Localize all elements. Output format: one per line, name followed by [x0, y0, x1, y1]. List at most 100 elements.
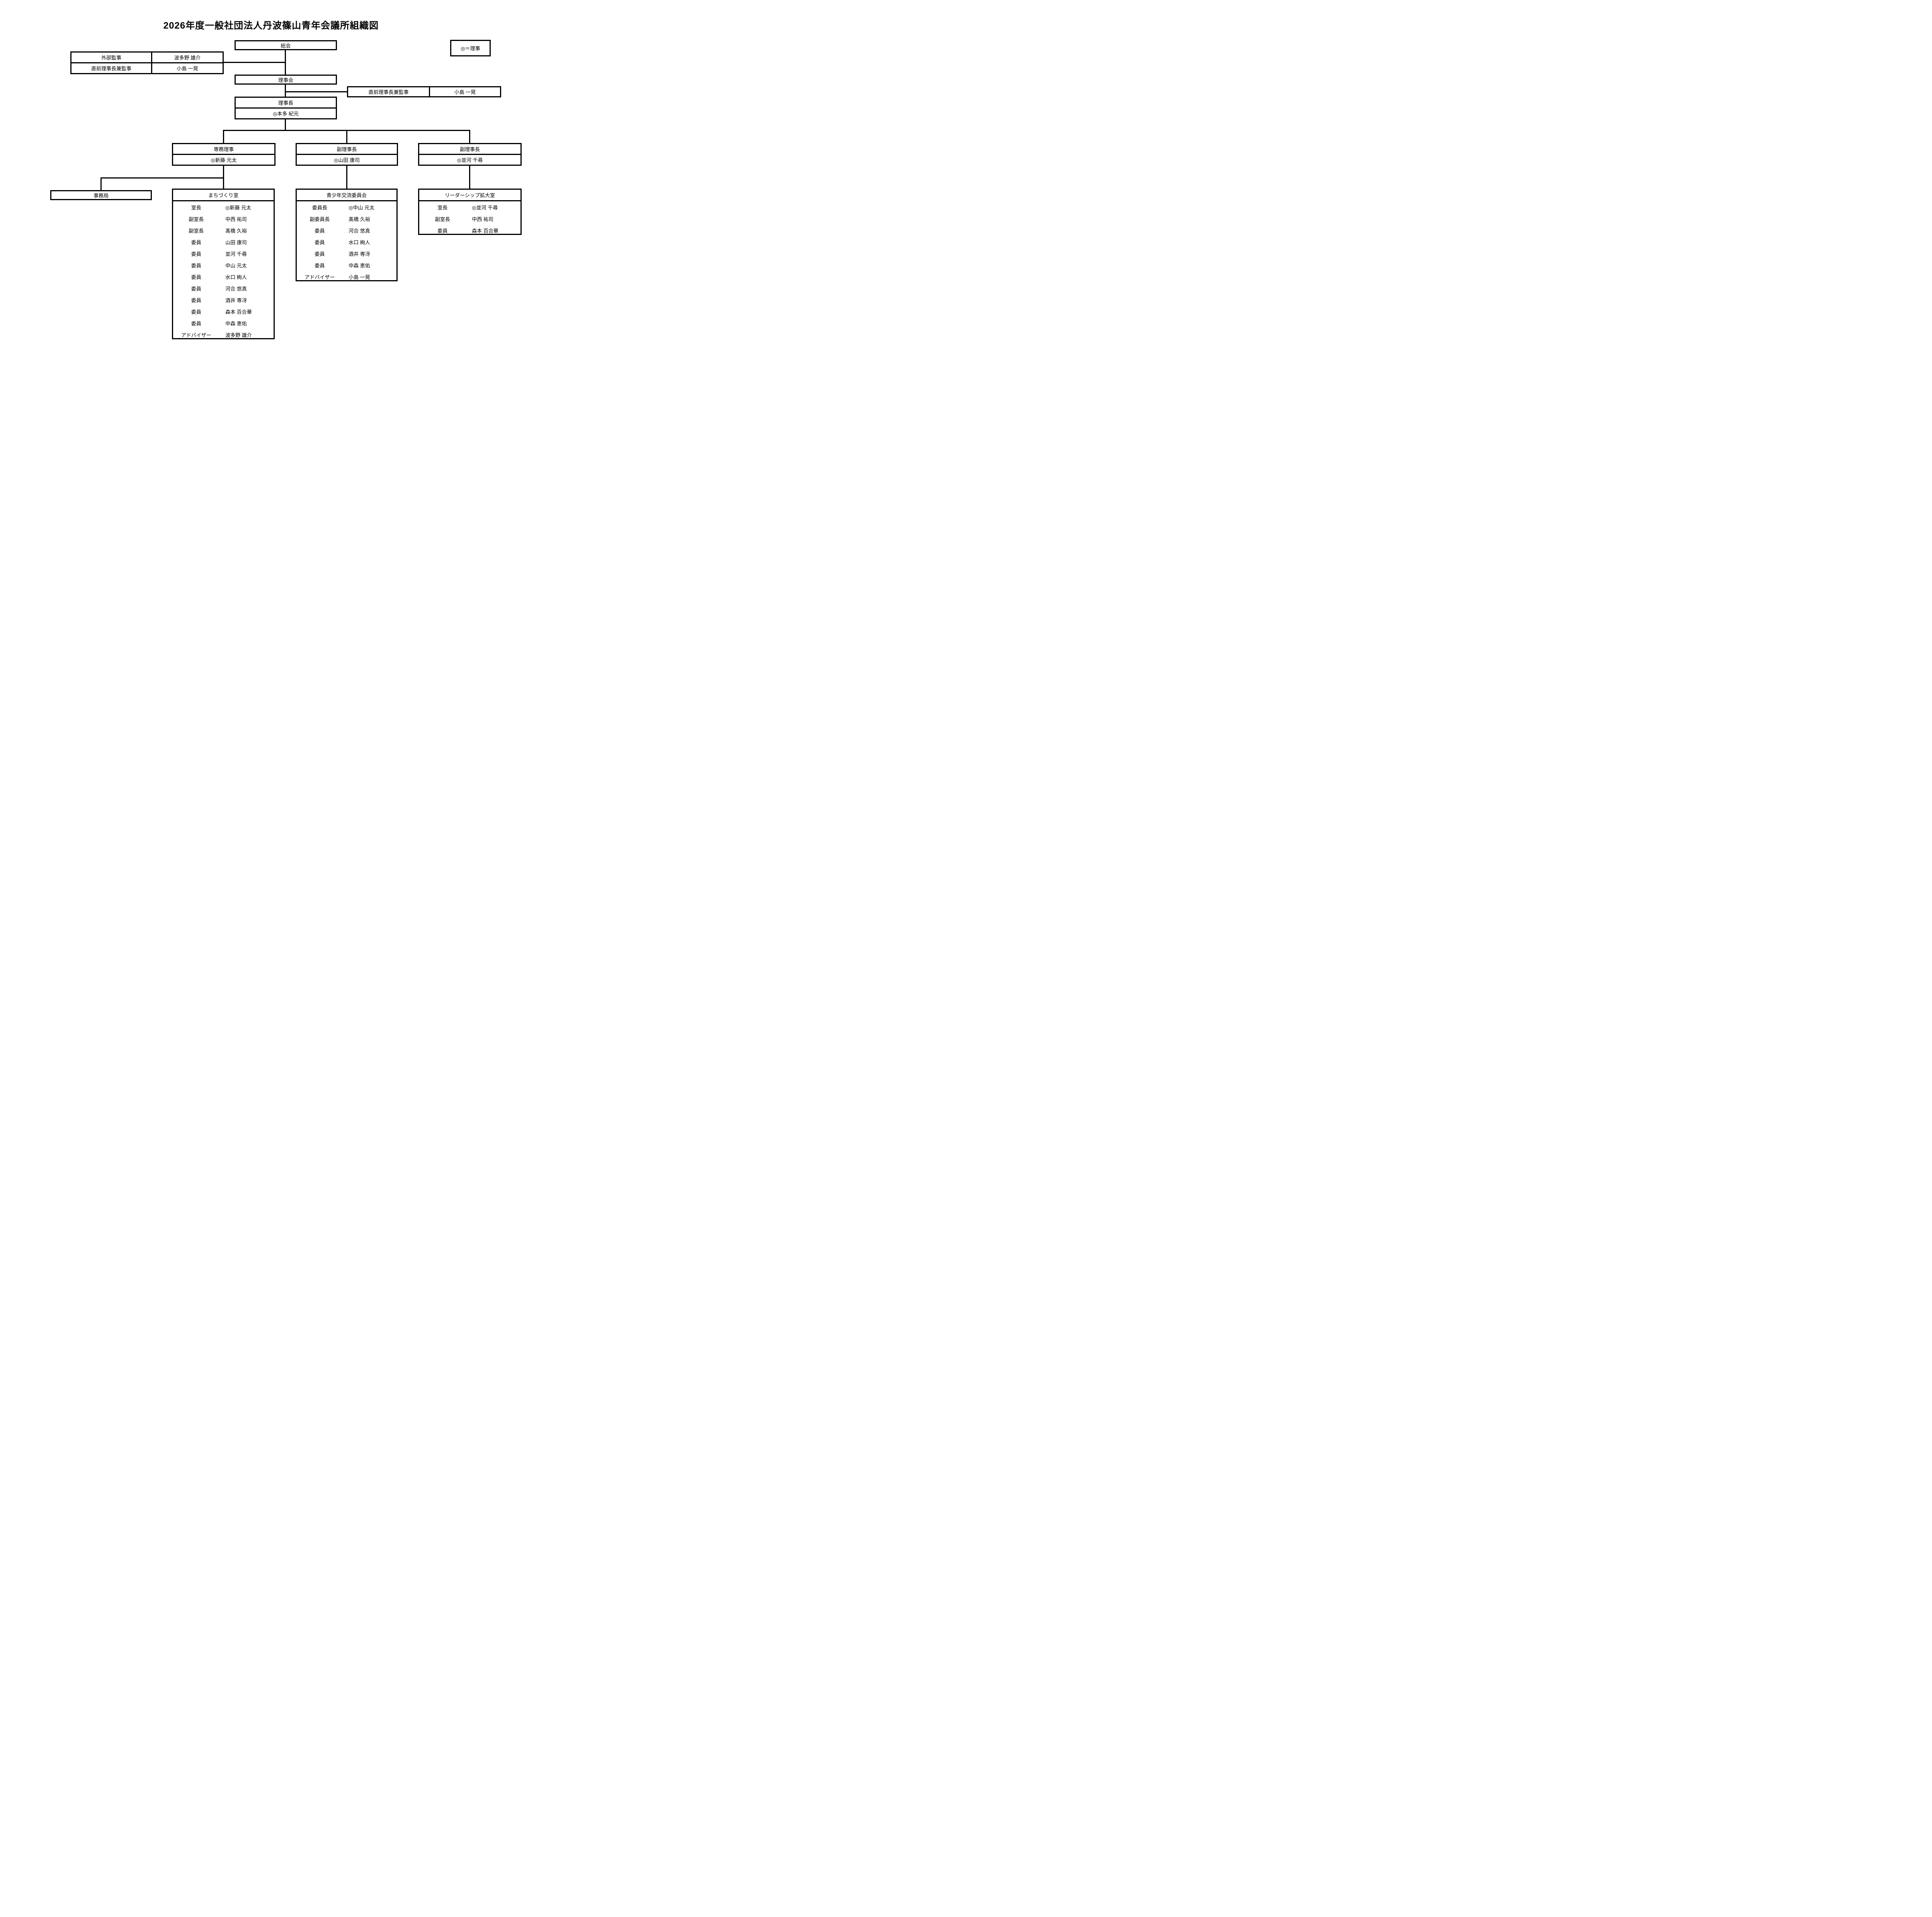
member-role: 委員: [191, 297, 201, 303]
member-role: 委員: [315, 262, 325, 269]
audit-table: 外部監事 波多野 雄介 直前理事長兼監事 小島 一晃: [70, 51, 224, 74]
member-row: 委員 中森 恵佑: [173, 317, 274, 329]
rijikai-box: 理事会: [235, 75, 337, 85]
rijicho-title: 理事長: [236, 98, 336, 109]
exec-name: ◎山田 康司: [334, 157, 360, 163]
connector-jimukyoku-branch: [100, 177, 224, 179]
exec-name: ◎新藤 元太: [211, 157, 237, 163]
member-role: 委員長: [312, 204, 327, 211]
member-role: 委員: [191, 286, 201, 292]
audit-name: 波多野 雄介: [174, 55, 201, 61]
member-role: 副室長: [189, 216, 204, 222]
connector-stub-fuku1: [346, 130, 347, 143]
member-row: 室長 ◎並河 千尋: [419, 201, 520, 213]
member-role: 委員: [191, 309, 201, 315]
jimukyoku-label: 事務局: [93, 192, 109, 199]
dept-seishonen-box: 青少年交流委員会 委員長 ◎中山 元太 副委員長 髙橋 久裕 委員 河合 悠真 …: [296, 189, 398, 281]
legend-box: ◎＝理事: [450, 40, 491, 56]
exec-title: 副理事長: [419, 144, 520, 155]
member-role: 委員: [191, 239, 201, 245]
member-row: 副委員長 髙橋 久裕: [297, 213, 396, 225]
member-name: 山田 康司: [225, 239, 247, 245]
member-name: 中森 恵佑: [225, 320, 247, 327]
member-role: 委員: [437, 228, 448, 234]
chokuzen-name: 小島 一晃: [454, 89, 476, 95]
member-row: 副室長 髙橋 久裕: [173, 225, 274, 236]
connector-senmu-machizukuri: [223, 166, 224, 189]
fuku-rijicho-box-2: 副理事長 ◎並河 千尋: [418, 143, 522, 166]
member-name: 酒井 専冴: [349, 251, 370, 257]
member-name: 髙橋 久裕: [349, 216, 370, 222]
member-name: ◎並河 千尋: [472, 204, 498, 211]
dept-title: リーダーシップ拡大室: [419, 190, 520, 201]
member-name: 中西 祐司: [225, 216, 247, 222]
member-name: 波多野 雄介: [225, 332, 252, 338]
member-row: 室長 ◎新藤 元太: [173, 201, 274, 213]
member-role: 副委員長: [310, 216, 330, 222]
member-name: 並河 千尋: [225, 251, 247, 257]
member-row: 副室長 中西 祐司: [419, 213, 520, 225]
exec-title: 副理事長: [297, 144, 397, 155]
connector-fuku2-leadership: [469, 166, 470, 189]
rijicho-name: ◎本多 紀元: [273, 111, 299, 117]
member-role: 委員: [191, 262, 201, 269]
member-row: 委員 河合 悠真: [297, 225, 396, 236]
member-name: ◎中山 元太: [349, 204, 375, 211]
member-row: 委員 水口 絢人: [173, 271, 274, 282]
member-role: 委員: [191, 274, 201, 280]
rijikai-label: 理事会: [278, 77, 293, 83]
audit-role: 直前理事長兼監事: [71, 63, 152, 73]
table-row: 直前理事長兼監事 小島 一晃: [71, 62, 223, 73]
jimukyoku-box: 事務局: [50, 190, 152, 200]
connector-rijikai-rijicho: [285, 85, 286, 97]
member-role: 室長: [437, 204, 448, 211]
member-role: 委員: [315, 239, 325, 245]
connector-stub-fuku2: [469, 130, 470, 143]
member-row: 委員 森本 百合華: [173, 306, 274, 317]
member-name: 酒井 専冴: [225, 297, 247, 303]
audit-name: 小島 一晃: [177, 66, 198, 71]
chokuzen-role: 直前理事長兼監事: [348, 87, 430, 96]
member-role: 委員: [315, 228, 325, 234]
member-row: 委員 河合 悠真: [173, 282, 274, 294]
dept-title: 青少年交流委員会: [297, 190, 396, 201]
member-role: 委員: [315, 251, 325, 257]
member-name: 河合 悠真: [225, 286, 247, 292]
member-role: アドバイザー: [304, 274, 335, 280]
member-row: 委員 水口 絢人: [297, 236, 396, 248]
audit-role: 外部監事: [71, 53, 152, 62]
member-row: 委員 中山 元太: [173, 259, 274, 271]
member-row: 委員 中森 恵佑: [297, 259, 396, 271]
table-row: 外部監事 波多野 雄介: [71, 53, 223, 62]
senmu-riji-box: 専務理事 ◎新藤 元太: [172, 143, 276, 166]
rijicho-box: 理事長 ◎本多 紀元: [235, 97, 337, 119]
member-name: 森本 百合華: [472, 228, 498, 234]
dept-leadership-box: リーダーシップ拡大室 室長 ◎並河 千尋 副室長 中西 祐司 委員 森本 百合華: [418, 189, 522, 235]
member-row: 委員 酒井 専冴: [297, 248, 396, 259]
member-name: ◎新藤 元太: [225, 204, 252, 211]
dept-title: まちづくり室: [173, 190, 274, 201]
org-chart-page: 2026年度一般社団法人丹波篠山青年会議所組織図 ◎＝理事 総会 外部監事 波多…: [0, 0, 542, 383]
member-name: 中森 恵佑: [349, 262, 370, 269]
table-row: 直前理事長兼監事 小島 一晃: [348, 87, 500, 96]
member-name: 水口 絢人: [349, 239, 370, 245]
connector-chokuzen-branch: [285, 91, 347, 92]
connector-jimukyoku-drop: [100, 177, 102, 190]
member-row: 委員 並河 千尋: [173, 248, 274, 259]
member-name: 河合 悠真: [349, 228, 370, 234]
connector-rijicho-drop: [285, 119, 286, 130]
exec-title: 専務理事: [173, 144, 274, 155]
member-row: 委員 森本 百合華: [419, 225, 520, 236]
member-role: 副室長: [435, 216, 450, 222]
connector-audit-branch: [224, 62, 286, 63]
member-row: 委員長 ◎中山 元太: [297, 201, 396, 213]
member-role: 委員: [191, 320, 201, 327]
member-row: 委員 山田 康司: [173, 236, 274, 248]
connector-stub-senmu: [223, 130, 224, 143]
legend-text: ◎＝理事: [461, 46, 480, 51]
member-row: アドバイザー 波多野 雄介: [173, 329, 274, 340]
soukai-box: 総会: [235, 40, 337, 50]
chokuzen-box: 直前理事長兼監事 小島 一晃: [347, 86, 501, 97]
soukai-label: 総会: [281, 43, 291, 49]
dept-machizukuri-box: まちづくり室 室長 ◎新藤 元太 副室長 中西 祐司 副室長 髙橋 久裕 委員 …: [172, 189, 275, 339]
